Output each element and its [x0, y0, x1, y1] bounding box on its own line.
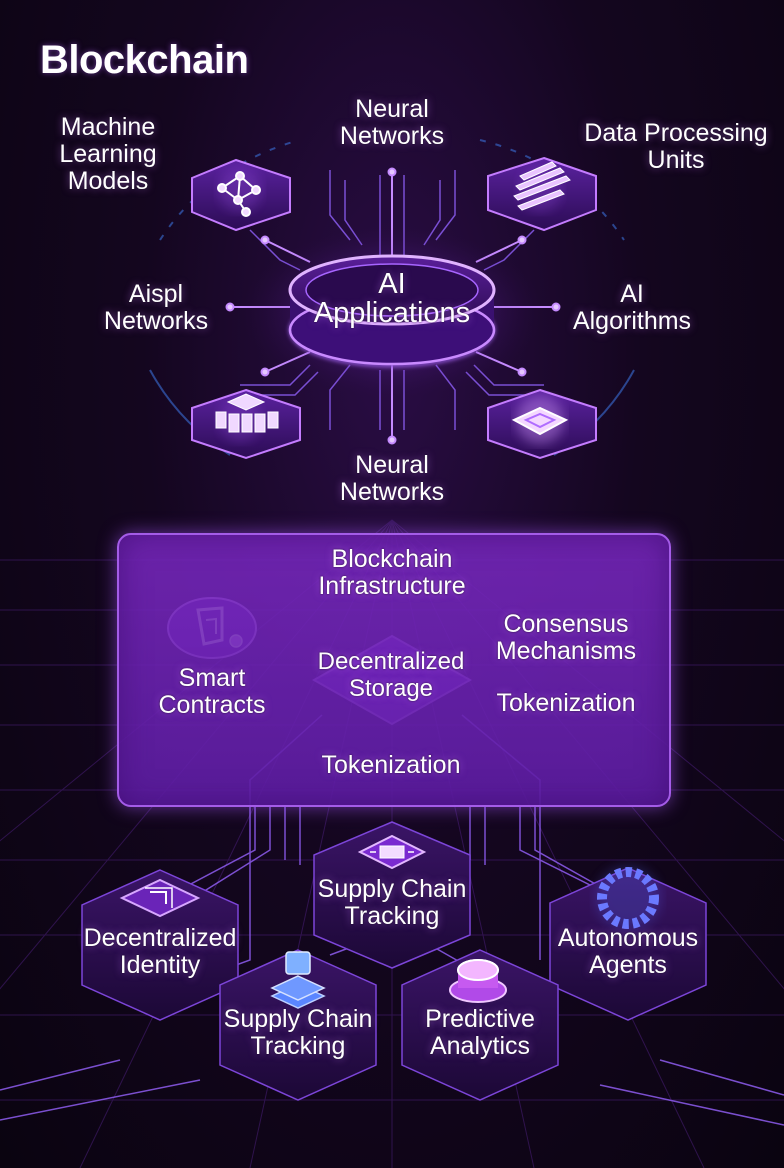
hex-decentralized-identity [81, 869, 239, 1021]
label-blockchain-infrastructure: Blockchain Infrastructure [318, 545, 466, 600]
label-autonomous-agents: Autonomous Agents [557, 924, 699, 979]
hex-predictive-analytics [401, 949, 559, 1101]
label-consensus-mechanisms: Consensus Mechanisms [495, 610, 637, 665]
stacked-boxes-icon [270, 951, 326, 1009]
label-predictive-analytics: Predictive Analytics [425, 1005, 535, 1060]
stacked-bars-icon [513, 161, 571, 211]
ai-hub-ring [242, 227, 542, 397]
blockchain-infrastructure-panel [117, 533, 671, 807]
label-supply-chain-tracking-top: Supply Chain Tracking [317, 875, 467, 930]
label-ai-applications: AI Applications [313, 268, 471, 329]
identity-card-icon [119, 878, 201, 918]
chip-cubes-icon [215, 393, 279, 433]
label-decentralized-storage: Decentralized Storage [317, 648, 465, 702]
token-icon [511, 406, 569, 436]
supply-chain-chip-icon [357, 834, 427, 870]
label-tokenization-bottom: Tokenization [321, 751, 461, 779]
network-graph-icon [217, 171, 261, 217]
label-neural-networks-bottom: Neural Networks [339, 451, 445, 506]
label-ai-algorithms: AI Algorithms [572, 280, 692, 335]
hex-autonomous-agents [549, 867, 707, 1021]
hex-supply-chain-top [313, 821, 471, 969]
label-supply-chain-tracking-bottom: Supply Chain Tracking [223, 1005, 373, 1060]
label-tokenization-right: Tokenization [496, 689, 636, 717]
analytics-button-icon [449, 959, 507, 1003]
hex-supply-chain-bottom [219, 949, 377, 1101]
agent-ring-icon [596, 866, 660, 930]
label-smart-contracts: Smart Contracts [158, 664, 266, 719]
label-data-processing-units: Data Processing Units [584, 119, 768, 174]
page-title: Blockchain [40, 38, 249, 82]
label-decentralized-identity: Decentralized Identity [83, 924, 237, 979]
label-aispl-networks: Aispl Networks [103, 280, 209, 335]
label-machine-learning-models: Machine Learning Models [59, 113, 157, 195]
label-neural-networks-top: Neural Networks [339, 95, 445, 150]
